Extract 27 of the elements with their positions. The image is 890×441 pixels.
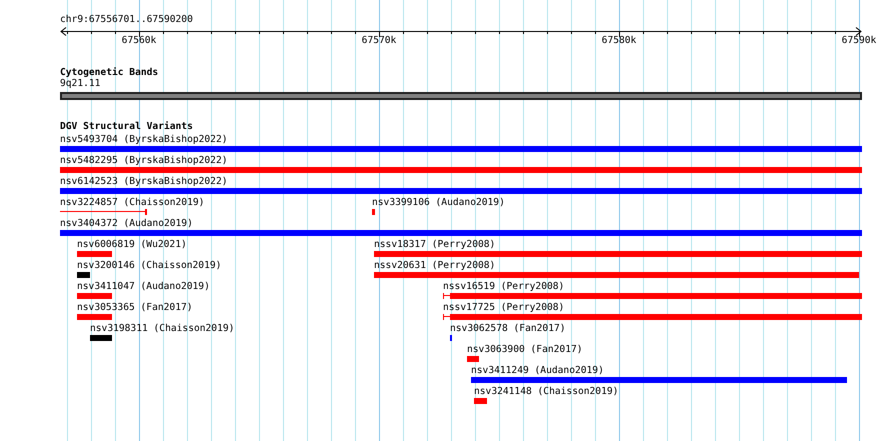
tick-label: 67590k <box>842 35 876 46</box>
feature-label: nssv18317 (Perry2008) <box>374 239 496 250</box>
feature-label: nsv3063900 (Fan2017) <box>467 344 583 355</box>
feature-label: nsv6142523 (ByrskaBishop2022) <box>60 176 228 187</box>
feature-label: nsv3062578 (Fan2017) <box>450 323 566 334</box>
tick-label: 67570k <box>362 35 396 46</box>
feature-label: nsv3411047 (Audano2019) <box>77 281 210 292</box>
feature-label: nssv17725 (Perry2008) <box>443 302 564 313</box>
feature-label: nsv3411249 (Audano2019) <box>471 365 604 376</box>
feature-label: nsv6006819 (Wu2021) <box>77 239 187 250</box>
feature-label: nsv3404372 (Audano2019) <box>60 218 193 229</box>
feature-label: nsv3224857 (Chaisson2019) <box>60 197 204 208</box>
band-label: 9q21.11 <box>60 78 100 89</box>
feature-label: nsv5493704 (ByrskaBishop2022) <box>60 134 228 145</box>
feature-label: nssv16519 (Perry2008) <box>443 281 564 292</box>
feature-label: nsv3241148 (Chaisson2019) <box>474 386 618 397</box>
feature-label: nsv3198311 (Chaisson2019) <box>90 323 234 334</box>
track-title: Cytogenetic Bands <box>60 67 158 78</box>
feature-label: nsv3200146 (Chaisson2019) <box>77 260 222 271</box>
tick-label: 67580k <box>602 35 636 46</box>
locus-label: chr9:67556701..67590200 <box>60 14 193 25</box>
feature-label: nsv3053365 (Fan2017) <box>77 302 193 313</box>
tick-label: 67560k <box>122 35 156 46</box>
feature-label: nsv3399106 (Audano2019) <box>372 197 505 208</box>
feature-label: nssv20631 (Perry2008) <box>374 260 496 271</box>
feature-label: nsv5482295 (ByrskaBishop2022) <box>60 155 228 166</box>
track-title: DGV Structural Variants <box>60 121 193 132</box>
